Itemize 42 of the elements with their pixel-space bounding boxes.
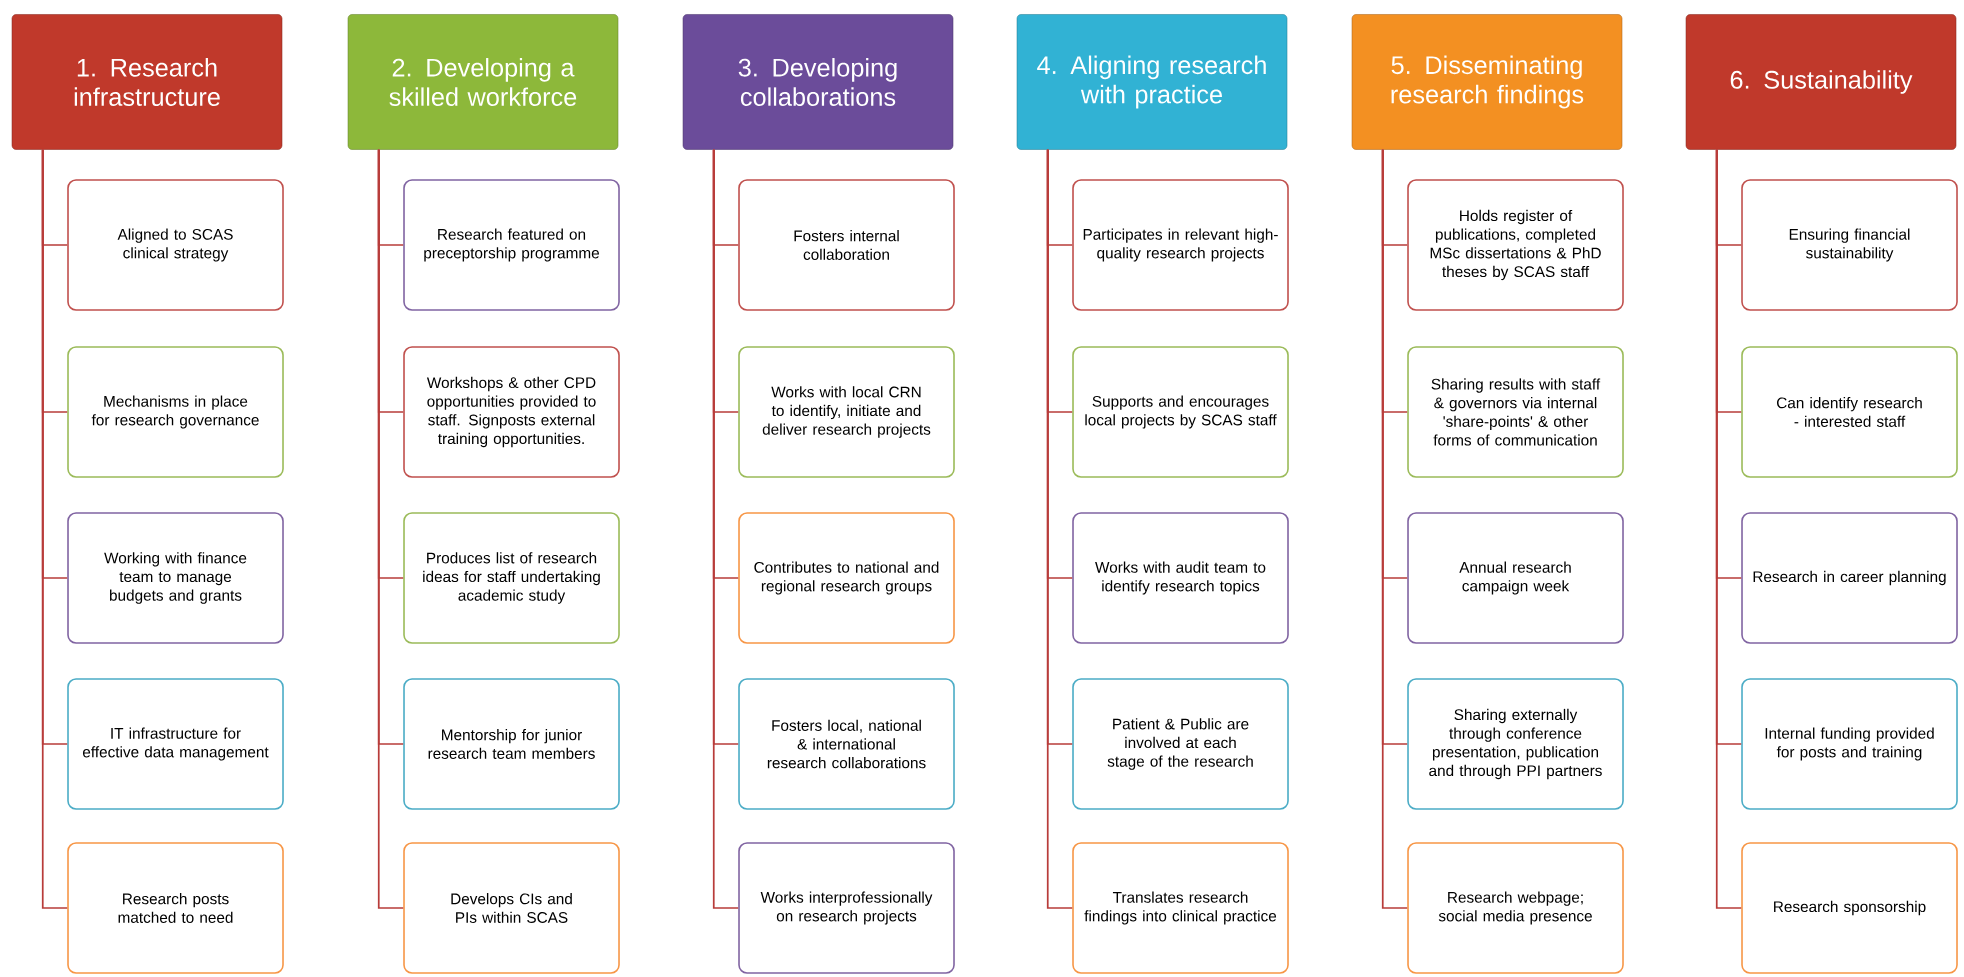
item-box: Research in career planning — [1741, 512, 1958, 644]
connector-line — [1715, 148, 1743, 909]
item-box: Contributes to national and regional research groups — [738, 512, 955, 644]
item-box: Mentorship for junior research team members — [403, 678, 620, 810]
category-header: 2. Developing a skilled workforce — [347, 14, 619, 150]
item-box: Supports and encourages local projects by SCAS staff — [1072, 346, 1289, 478]
item-box: Develops CIs and PIs within SCAS — [403, 842, 620, 974]
item-box: Fosters local, national & international research collaborations — [738, 678, 955, 810]
item-box: Produces list of research ideas for staff undertaking academic study — [403, 512, 620, 644]
item-box: Mechanisms in place for research governance — [67, 346, 284, 478]
category-header: 6. Sustainability — [1685, 14, 1957, 150]
item-box: Translates research findings into clinical practice — [1072, 842, 1289, 974]
item-box: Research webpage; social media presence — [1407, 842, 1624, 974]
category-header: 4. Aligning research with practice — [1016, 14, 1288, 150]
item-box: Internal funding provided for posts and training — [1741, 678, 1958, 810]
item-box: Research posts matched to need — [67, 842, 284, 974]
connector-line — [41, 148, 69, 909]
category-header: 5. Disseminating research findings — [1351, 14, 1623, 150]
connector-line — [377, 148, 405, 909]
connector-line — [712, 148, 740, 909]
item-box: Ensuring financial sustainability — [1741, 179, 1958, 311]
connector-line — [1046, 148, 1074, 909]
item-box: Research featured on preceptorship programme — [403, 179, 620, 311]
item-box: Workshops & other CPD opportunities provided to staff. Signposts external training opportunities. — [403, 346, 620, 478]
item-box: IT infrastructure for effective data management — [67, 678, 284, 810]
item-box: Can identify research - interested staff — [1741, 346, 1958, 478]
item-box: Aligned to SCAS clinical strategy — [67, 179, 284, 311]
item-box: Patient & Public are involved at each stage of the research — [1072, 678, 1289, 810]
item-box: Holds register of publications, completed MSc dissertations & PhD theses by SCAS staff — [1407, 179, 1624, 311]
category-header: 3. Developing collaborations — [682, 14, 954, 150]
item-box: Works interprofessionally on research projects — [738, 842, 955, 974]
item-box: Research sponsorship — [1741, 842, 1958, 974]
item-box: Sharing externally through conference presentation, publication and through PPI partners — [1407, 678, 1624, 810]
item-box: Sharing results with staff & governors via internal 'share-points' & other forms of communication — [1407, 346, 1624, 478]
item-box: Participates in relevant high-quality research projects — [1072, 179, 1289, 311]
item-box: Works with local CRN to identify, initiate and deliver research projects — [738, 346, 955, 478]
item-box: Works with audit team to identify research topics — [1072, 512, 1289, 644]
item-box: Working with finance team to manage budgets and grants — [67, 512, 284, 644]
item-box: Annual research campaign week — [1407, 512, 1624, 644]
connector-line — [1381, 148, 1409, 909]
item-box: Fosters internal collaboration — [738, 179, 955, 311]
category-header: 1. Research infrastructure — [11, 14, 283, 150]
